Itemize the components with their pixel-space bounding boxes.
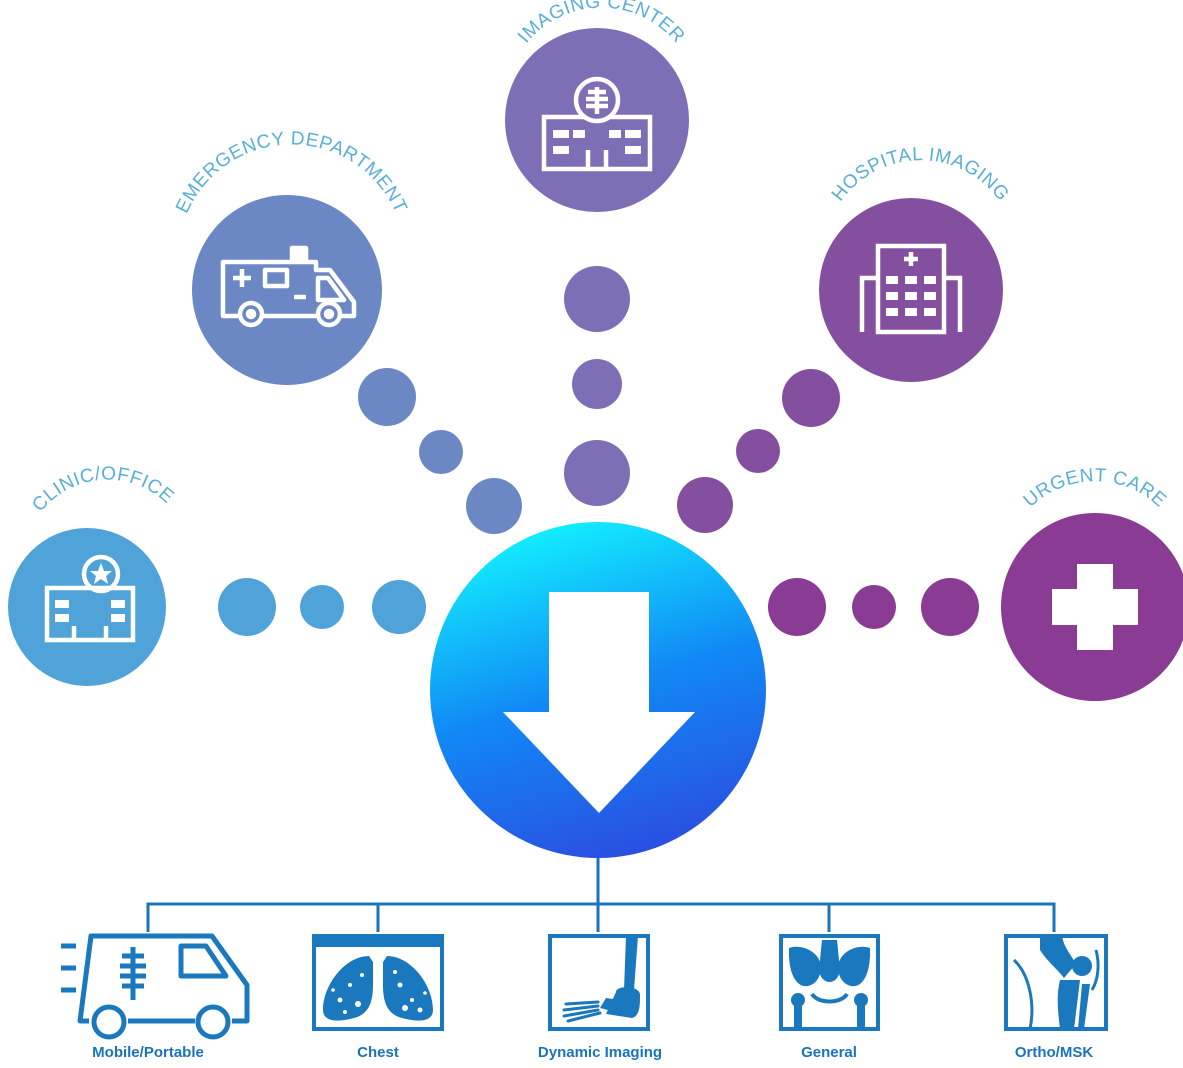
down-arrow-icon (503, 592, 695, 813)
connector-dots-emergency (358, 368, 522, 534)
connector-dot (921, 578, 979, 636)
connector-dot (218, 578, 276, 636)
node-clinic-office: CLINIC/OFFICE (8, 464, 178, 686)
node-imaging-center: IMAGING CENTER (505, 0, 689, 212)
node-urgent-care: URGENT CARE (1001, 465, 1183, 701)
hub (430, 522, 766, 858)
ambulance-icon (220, 245, 357, 328)
connector-dot (564, 440, 630, 506)
imaging-center-xray-icon (541, 76, 653, 172)
modality-label-general: General (801, 1044, 857, 1061)
connector-dot (300, 585, 344, 629)
node-circle (819, 198, 1003, 382)
hospital-building-icon (859, 243, 963, 335)
node-emergency-department: EMERGENCY DEPARTMENT (172, 128, 410, 385)
modality-label-ortho-msk: Ortho/MSK (1014, 1044, 1094, 1061)
connector-dots-hospital (677, 369, 840, 533)
connector-dot (358, 368, 416, 426)
node-circle (192, 195, 382, 385)
connector-dot (572, 359, 622, 409)
modality-label-chest: Chest (357, 1044, 399, 1061)
connector-dots-clinic (218, 578, 426, 636)
modality-label-dynamic-imaging: Dynamic Imaging (537, 1044, 663, 1061)
connector-dot (782, 369, 840, 427)
node-label: URGENT CARE (1020, 465, 1171, 512)
connector-dots-imaging (564, 266, 630, 506)
connector-dot (466, 478, 522, 534)
node-circle (8, 528, 166, 686)
node-label: CLINIC/OFFICE (28, 464, 178, 516)
connector-dot (736, 429, 780, 473)
connector-dot (419, 430, 463, 474)
connector-dot (768, 578, 826, 636)
clinic-building-star-icon (44, 554, 136, 643)
modality-label-mobile-portable: Mobile/Portable (92, 1044, 204, 1061)
pelvis-xray-icon (779, 934, 880, 1031)
foot-xray-icon (548, 934, 650, 1031)
connector-dot (852, 585, 896, 629)
chest-xray-lungs-icon (312, 934, 444, 1031)
connector-dots-urgent (768, 578, 979, 636)
tree-connector (146, 858, 1056, 932)
medical-cross-icon (1052, 564, 1138, 650)
mobile-xray-van-icon (61, 933, 250, 1040)
knee-xray-icon (1004, 934, 1108, 1031)
connector-dot (564, 266, 630, 332)
connector-dot (372, 580, 426, 634)
node-hospital-imaging: HOSPITAL IMAGING (819, 144, 1013, 382)
node-label: HOSPITAL IMAGING (828, 144, 1013, 205)
connector-dot (677, 477, 733, 533)
